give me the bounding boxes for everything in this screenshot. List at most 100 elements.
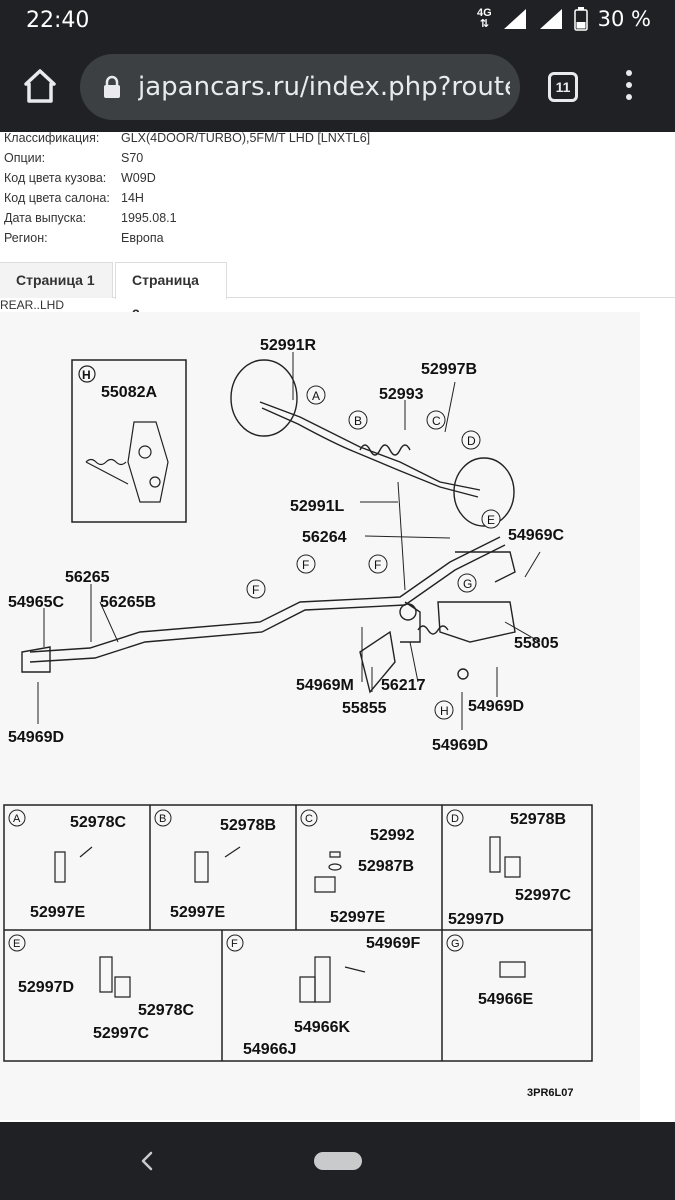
- brake-lines: [21, 359, 516, 694]
- part-label: 56265B: [100, 594, 156, 611]
- parts-diagram[interactable]: H 55082A: [0, 312, 640, 1120]
- svg-text:D: D: [451, 813, 459, 825]
- part-label: 54969D: [432, 737, 488, 754]
- url-text: japancars.ru/index.php?route=c: [138, 72, 510, 102]
- browser-toolbar: japancars.ru/index.php?route=c 11: [0, 42, 675, 132]
- status-bar: 22:40 4G ⇅ 30 %: [0, 0, 675, 42]
- svg-text:E: E: [13, 938, 20, 950]
- svg-text:C: C: [432, 414, 441, 428]
- info-value: GLX(4DOOR/TURBO),5FM/T LHD [LNXTL6]: [121, 132, 371, 145]
- home-pill-button[interactable]: [314, 1152, 362, 1170]
- svg-text:B: B: [354, 414, 362, 428]
- info-key: Регион:: [4, 231, 48, 245]
- info-value: Европа: [121, 231, 164, 245]
- part-label: 52997E: [30, 904, 85, 921]
- part-label: 56265: [65, 569, 110, 586]
- part-label: 52978C: [138, 1002, 194, 1019]
- detail-box-h-letter: H: [82, 368, 91, 382]
- info-row: Дата выпуска: 1995.08.1: [4, 208, 370, 228]
- back-icon[interactable]: [134, 1146, 160, 1176]
- tab-switcher-button[interactable]: 11: [548, 72, 578, 102]
- info-value: S70: [121, 151, 144, 165]
- info-value: W09D: [121, 171, 156, 185]
- battery-icon: [573, 7, 588, 31]
- clip-drawing: [85, 421, 169, 503]
- part-label: 52997D: [448, 911, 504, 928]
- info-row: Опции: S70: [4, 148, 370, 168]
- part-label: 52997D: [18, 979, 74, 996]
- info-row: Код цвета кузова: W09D: [4, 168, 370, 188]
- info-key: Опции:: [4, 151, 46, 165]
- battery-percent: 30 %: [597, 7, 651, 31]
- part-label: 54966K: [294, 1019, 350, 1036]
- leader-lines: [37, 352, 541, 730]
- status-time: 22:40: [26, 8, 90, 33]
- svg-text:G: G: [463, 577, 472, 591]
- part-label: 54965C: [8, 594, 64, 611]
- vehicle-info-table: Классификация: GLX(4DOOR/TURBO),5FM/T LH…: [4, 132, 370, 248]
- info-key: Дата выпуска:: [4, 211, 87, 225]
- part-label: 52997E: [170, 904, 225, 921]
- svg-text:G: G: [451, 938, 460, 950]
- part-label: 52978B: [220, 817, 276, 834]
- part-label: 52991R: [260, 337, 316, 354]
- info-key: Классификация:: [4, 132, 100, 145]
- tab-page-1[interactable]: Страница 1: [0, 262, 113, 298]
- overflow-menu-icon[interactable]: [622, 70, 636, 104]
- info-row: Классификация: GLX(4DOOR/TURBO),5FM/T LH…: [4, 132, 370, 148]
- part-label: 54969M: [296, 677, 354, 694]
- part-label: 52987B: [358, 858, 414, 875]
- part-label: 54966J: [243, 1041, 296, 1058]
- svg-text:A: A: [13, 813, 21, 825]
- lock-icon: [104, 75, 120, 98]
- part-label: 52997C: [93, 1025, 149, 1042]
- part-label: 52997E: [330, 909, 385, 926]
- part-label: 52997C: [515, 887, 571, 904]
- svg-text:F: F: [231, 938, 238, 950]
- page-content: Классификация: GLX(4DOOR/TURBO),5FM/T LH…: [0, 132, 675, 1122]
- svg-text:A: A: [312, 389, 320, 403]
- svg-text:C: C: [305, 813, 313, 825]
- part-label: 52991L: [290, 498, 344, 515]
- svg-text:D: D: [467, 434, 476, 448]
- signal-icon-2: [539, 9, 562, 29]
- part-label: 52993: [379, 386, 424, 403]
- part-label: 54969F: [366, 935, 420, 952]
- part-label: 52992: [370, 827, 415, 844]
- part-label: 52997B: [421, 361, 477, 378]
- diagram-caption: REAR..LHD: [0, 298, 65, 312]
- signal-icon: [503, 9, 526, 29]
- info-key: Код цвета салона:: [4, 191, 110, 205]
- part-label: 52978B: [510, 811, 566, 828]
- detail-grid: [3, 804, 593, 1062]
- detail-drawings: [54, 836, 526, 1003]
- address-bar[interactable]: japancars.ru/index.php?route=c: [80, 54, 520, 120]
- part-label: 54969D: [8, 729, 64, 746]
- svg-text:F: F: [302, 558, 309, 572]
- system-nav-bar: [0, 1122, 675, 1200]
- detail-letters: A B C D E F G: [8, 809, 464, 952]
- network-indicator: 4G ⇅: [477, 8, 492, 30]
- part-label: 54966E: [478, 991, 533, 1008]
- diagram-code: 3PR6L07: [527, 1087, 573, 1099]
- svg-text:E: E: [487, 513, 495, 527]
- part-label: 55855: [342, 700, 387, 717]
- callouts: A B C D E F F F G H: [246, 385, 501, 720]
- detail-box-h-frame: [71, 359, 187, 523]
- svg-text:H: H: [440, 704, 449, 718]
- svg-text:F: F: [252, 583, 259, 597]
- part-label: 52978C: [70, 814, 126, 831]
- home-icon[interactable]: [20, 66, 60, 106]
- info-value: 14H: [121, 191, 144, 205]
- page-tabs: Страница 1 Страница 2: [0, 262, 675, 322]
- part-label: 56217: [381, 677, 426, 694]
- tab-page-2[interactable]: Страница 2: [115, 262, 227, 322]
- info-value: 1995.08.1: [121, 211, 177, 225]
- info-row: Регион: Европа: [4, 228, 370, 248]
- part-label: 56264: [302, 529, 347, 546]
- svg-text:F: F: [374, 558, 381, 572]
- info-row: Код цвета салона: 14H: [4, 188, 370, 208]
- network-type: 4G: [476, 7, 492, 19]
- part-label: 54969C: [508, 527, 564, 544]
- part-label: 54969D: [468, 698, 524, 715]
